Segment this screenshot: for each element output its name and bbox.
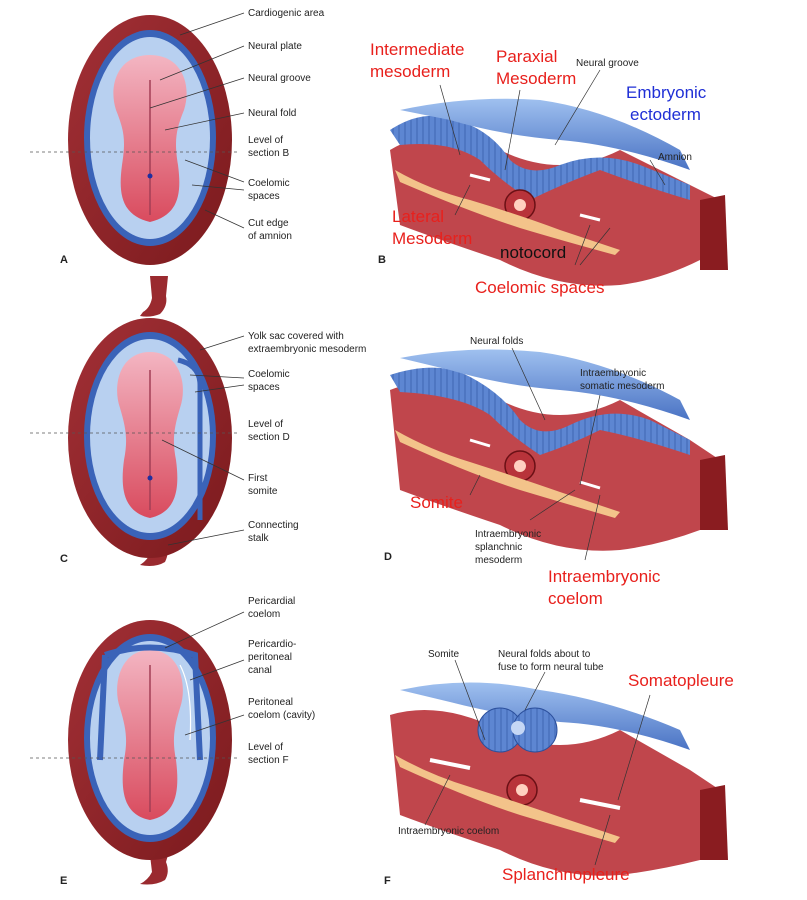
ectoderm-cells xyxy=(390,115,690,200)
label-splanchnopleure: Splanchnopleure xyxy=(502,865,630,884)
label-yolk-1: Yolk sac covered with xyxy=(248,331,344,342)
label-level-f-2: section F xyxy=(248,755,289,766)
panel-letter-a: A xyxy=(60,254,68,266)
label-folds-fuse-2: fuse to form neural tube xyxy=(498,662,604,673)
label-coelomic-2: spaces xyxy=(248,191,280,202)
label-somite-d: Somite xyxy=(410,493,463,512)
label-somatopleure: Somatopleure xyxy=(628,671,734,690)
label-embryonic-2: ectoderm xyxy=(630,105,701,124)
label-neural-groove: Neural groove xyxy=(248,73,311,84)
label-neural-folds: Neural folds xyxy=(470,336,523,347)
label-pericardial-2: coelom xyxy=(248,609,280,620)
label-yolk-2: extraembryonic mesoderm xyxy=(248,344,366,355)
label-splanchnic-1: Intraembryonic xyxy=(475,529,541,540)
label-neural-groove-b: Neural groove xyxy=(576,58,639,69)
label-coelomic-c-2: spaces xyxy=(248,382,280,393)
label-level-d-2: section D xyxy=(248,432,290,443)
label-folds-fuse-1: Neural folds about to xyxy=(498,649,591,660)
label-level-1: Level of xyxy=(248,135,283,146)
label-lateral-1: Lateral xyxy=(392,207,444,226)
label-pp-3: canal xyxy=(248,665,272,676)
label-stalk-1: Connecting xyxy=(248,520,299,531)
label-splanchnic-3: mesoderm xyxy=(475,555,522,566)
label-cardiogenic-area: Cardiogenic area xyxy=(248,8,325,19)
label-coelom-d-1: Intraembryonic xyxy=(548,567,661,586)
label-somatic-1: Intraembryonic xyxy=(580,368,646,379)
label-coelomic-1: Coelomic xyxy=(248,178,290,189)
label-paraxial-2: Mesoderm xyxy=(496,69,576,88)
label-level-2: section B xyxy=(248,148,289,159)
label-level-f-1: Level of xyxy=(248,742,283,753)
panel-d: Neural folds Intraembryonic somatic meso… xyxy=(384,336,728,608)
label-peritoneal-2: coelom (cavity) xyxy=(248,710,315,721)
panel-letter-b: B xyxy=(378,254,386,266)
label-cut-edge-2: of amnion xyxy=(248,231,292,242)
panel-letter-e: E xyxy=(60,875,67,887)
coelomic-space-c xyxy=(177,357,203,520)
label-notocord: notocord xyxy=(500,243,566,262)
panel-f: Somite Neural folds about to fuse to for… xyxy=(384,649,734,887)
primitive-node xyxy=(147,173,153,179)
label-first-somite-2: somite xyxy=(248,486,278,497)
label-first-somite-1: First xyxy=(248,473,268,484)
label-stalk-2: stalk xyxy=(248,533,270,544)
ectoderm-surface xyxy=(400,98,690,170)
label-somite-f: Somite xyxy=(428,649,460,660)
panel-b: Intermediate mesoderm Paraxial Mesoderm … xyxy=(370,40,728,297)
amnion-cut-edge xyxy=(700,195,728,270)
panel-a: Cardiogenic area Neural plate Neural gro… xyxy=(30,8,325,317)
label-neural-plate: Neural plate xyxy=(248,41,302,52)
label-splanchnic-2: splanchnic xyxy=(475,542,522,553)
coelomic-slits xyxy=(469,173,601,222)
label-paraxial-1: Paraxial xyxy=(496,47,557,66)
panel-c: Yolk sac covered with extraembryonic mes… xyxy=(30,318,366,566)
endoderm-layer xyxy=(395,170,620,255)
label-coelomic-spaces-b: Coelomic spaces xyxy=(475,278,604,297)
label-amnion: Amnion xyxy=(658,152,692,163)
label-pp-1: Pericardio- xyxy=(248,639,296,650)
label-cut-edge-1: Cut edge xyxy=(248,218,289,229)
panel-letter-c: C xyxy=(60,553,68,565)
label-lateral-2: Mesoderm xyxy=(392,229,472,248)
label-intermediate-2: mesoderm xyxy=(370,62,450,81)
label-peritoneal-1: Peritoneal xyxy=(248,697,293,708)
label-intraembryonic-coelom-f: Intraembryonic coelom xyxy=(398,826,499,837)
label-somatic-2: somatic mesoderm xyxy=(580,381,664,392)
label-intermediate-1: Intermediate xyxy=(370,40,465,59)
pericardial-coelom-e xyxy=(104,644,203,761)
label-coelom-d-2: coelom xyxy=(548,589,603,608)
label-level-d-1: Level of xyxy=(248,419,283,430)
label-pp-2: peritoneal xyxy=(248,652,292,663)
panel-letter-f: F xyxy=(384,875,391,887)
panel-e: Pericardial coelom Pericardio- peritonea… xyxy=(30,596,315,887)
label-neural-fold: Neural fold xyxy=(248,108,296,119)
label-embryonic-1: Embryonic xyxy=(626,83,707,102)
label-coelomic-c-1: Coelomic xyxy=(248,369,290,380)
panel-letter-d: D xyxy=(384,551,392,563)
connecting-stalk-shape xyxy=(140,276,168,317)
label-pericardial-1: Pericardial xyxy=(248,596,295,607)
